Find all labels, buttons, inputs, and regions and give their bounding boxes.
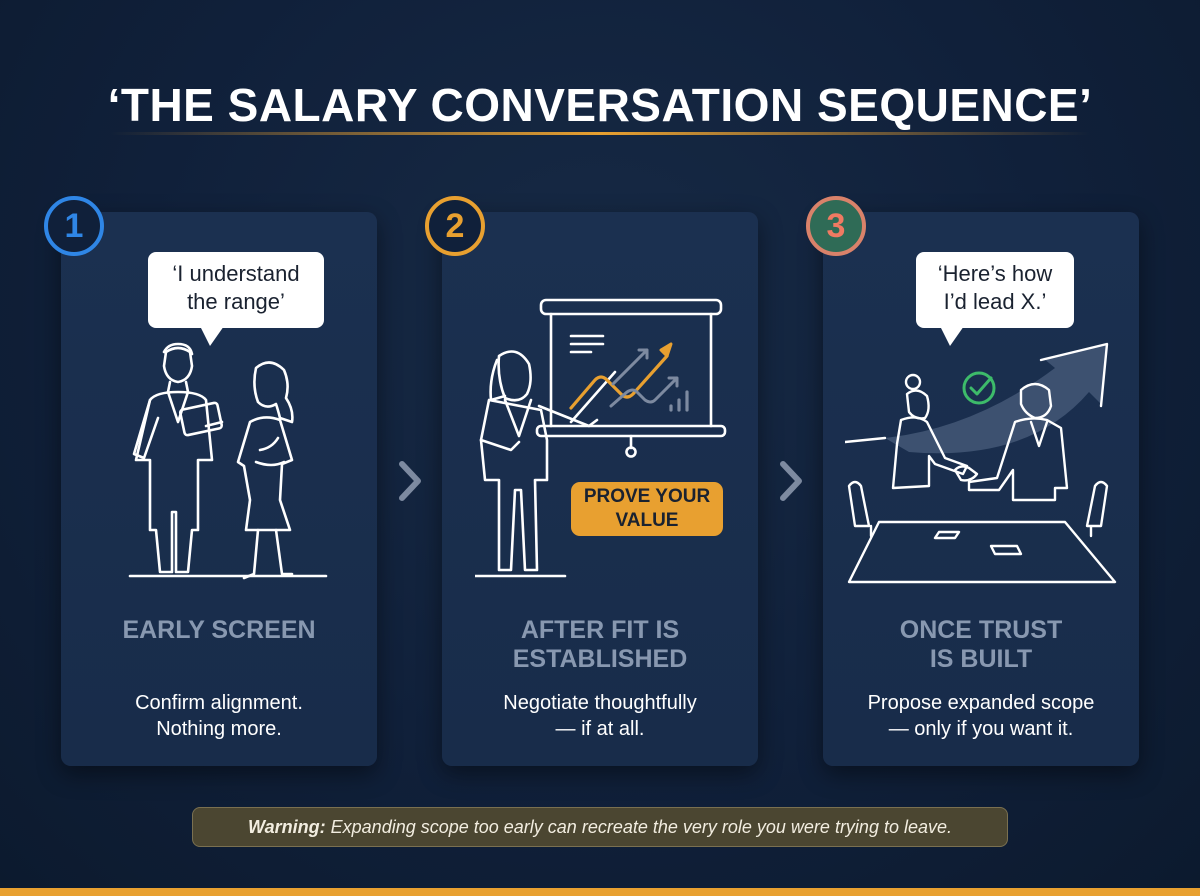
handshake-growth-icon <box>845 342 1117 584</box>
step-heading-3b: IS BUILT <box>929 645 1033 673</box>
two-people-talking-icon <box>128 342 328 580</box>
speech-line: ‘I understand <box>172 261 300 286</box>
chevron-right-icon <box>399 461 421 501</box>
step-desc-2b: — if at all. <box>555 718 645 740</box>
step-heading-1: EARLY SCREEN <box>122 616 316 644</box>
step-heading-2a: AFTER FIT IS <box>520 616 680 644</box>
step-desc-1a: Confirm alignment. <box>135 692 303 714</box>
chevron-right-icon <box>780 461 802 501</box>
warning-label: Warning: <box>247 816 326 837</box>
step-desc-2a: Negotiate thoughtfully <box>503 692 697 714</box>
callout-line: VALUE <box>615 510 679 531</box>
warning-banner: Warning: Expanding scope too early can r… <box>192 807 1008 847</box>
step-desc-3a: Propose expanded scope <box>867 692 1095 714</box>
step-number-badge-2: 2 <box>425 196 485 256</box>
speech-line: the range’ <box>187 289 285 314</box>
step-heading-2b: ESTABLISHED <box>512 645 688 673</box>
presenter-chart-icon <box>475 298 727 578</box>
step-number-badge-1: 1 <box>44 196 104 256</box>
callout-line: PROVE YOUR <box>583 486 711 507</box>
speech-line: I’d lead X.’ <box>943 289 1047 314</box>
step-desc-3b: — only if you want it. <box>888 718 1074 740</box>
speech-bubble-1: ‘I understand the range’ <box>148 252 324 346</box>
step-number-badge-3: 3 <box>806 196 866 256</box>
step-heading-3a: ONCE TRUST <box>899 616 1063 644</box>
warning-text: Expanding scope too early can recreate t… <box>330 816 952 837</box>
title-underline <box>110 132 1090 135</box>
prove-your-value-callout: PROVE YOUR VALUE <box>571 482 723 536</box>
speech-line: ‘Here’s how <box>937 261 1053 286</box>
bottom-accent-bar <box>0 888 1200 896</box>
speech-bubble-3: ‘Here’s how I’d lead X.’ <box>916 252 1074 346</box>
step-desc-1b: Nothing more. <box>156 718 282 740</box>
page-title: ‘THE SALARY CONVERSATION SEQUENCE’ <box>107 79 1093 131</box>
